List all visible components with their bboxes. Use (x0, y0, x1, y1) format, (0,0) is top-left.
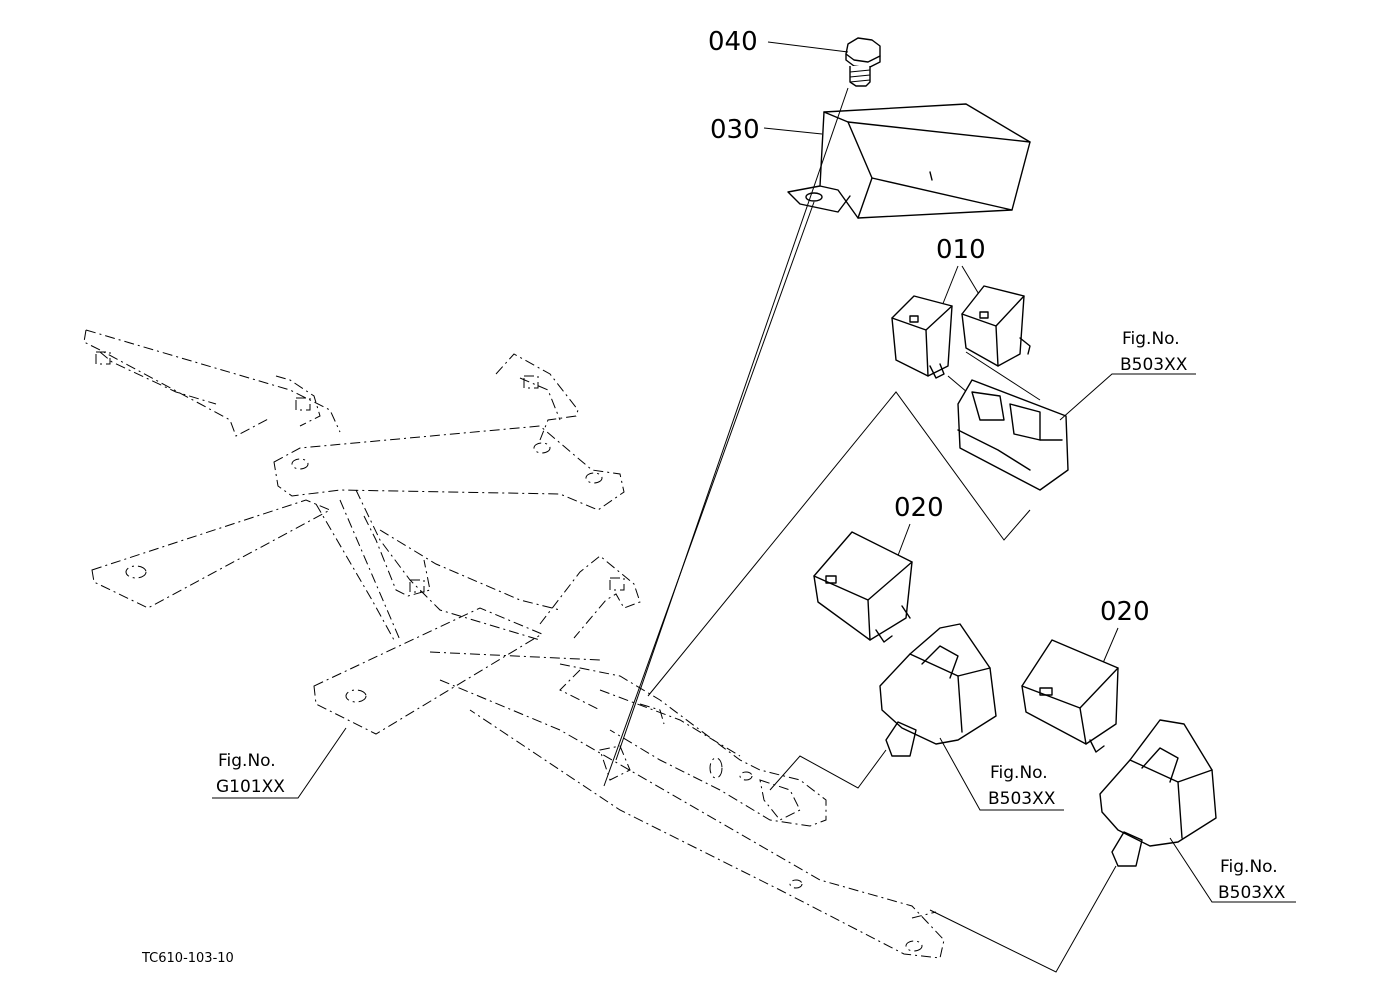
drawing-code: TC610-103-10 (141, 951, 234, 966)
relay-020-right[interactable] (1021, 639, 1119, 753)
relay-010-right[interactable] (961, 285, 1031, 367)
part-label-030: 030 (710, 115, 760, 145)
leader-b503-mid (939, 737, 1064, 811)
leader-010-b (961, 265, 981, 297)
bolt-040[interactable] (845, 37, 881, 87)
relay-socket-top[interactable] (957, 379, 1069, 491)
callout-frame-top (647, 391, 1031, 697)
part-label-040: 040 (708, 27, 758, 57)
callout-frame-right (929, 865, 1117, 973)
fig-label-b503-right: Fig.No. (1220, 857, 1278, 877)
leader-b503-right (1169, 837, 1296, 903)
relay-010-left[interactable] (891, 295, 953, 379)
fig-ref-b503-right: B503XX (1218, 883, 1286, 903)
leader-g101 (212, 727, 347, 799)
leader-030 (763, 127, 823, 135)
fig-ref-b503-mid: B503XX (988, 789, 1056, 809)
fig-ref-g101: G101XX (216, 777, 285, 797)
callout-frame-mid (769, 749, 887, 791)
cover-030[interactable] (787, 103, 1031, 219)
cover-axis-line (603, 201, 815, 787)
relay-axis-2 (965, 351, 1041, 401)
part-label-020-b: 020 (1100, 597, 1150, 627)
relay-socket-right[interactable] (1099, 719, 1217, 867)
leader-040 (767, 41, 849, 53)
relay-socket-mid[interactable] (879, 623, 997, 757)
part-label-010: 010 (936, 235, 986, 265)
leader-010-a (941, 265, 959, 307)
fig-ref-b503-top: B503XX (1120, 355, 1188, 375)
relay-020-left[interactable] (813, 531, 913, 643)
fig-label-b503-top: Fig.No. (1122, 329, 1180, 349)
leader-b503-top (1059, 373, 1196, 421)
part-label-020-a: 020 (894, 493, 944, 523)
bolt-axis-line (615, 87, 849, 761)
fig-label-b503-mid: Fig.No. (990, 763, 1048, 783)
fig-label-g101: Fig.No. (218, 751, 276, 771)
frame-g101-phantom (83, 329, 945, 959)
